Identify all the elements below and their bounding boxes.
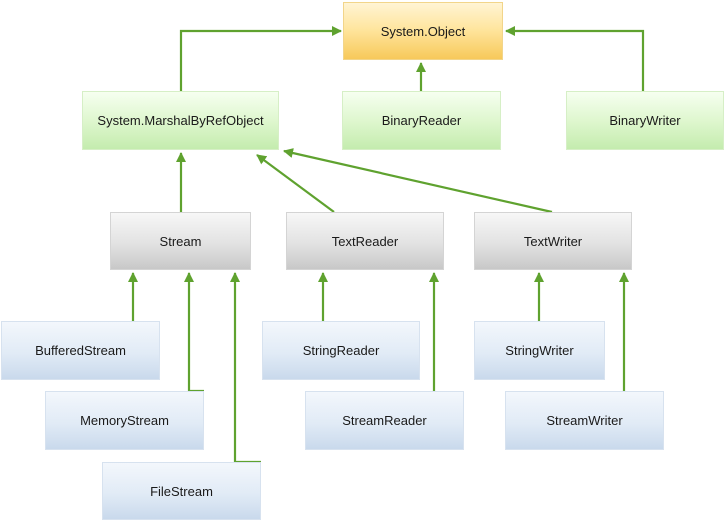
- edge-textwriter-to-marshal: [283, 148, 553, 214]
- system-object-label: System.Object: [380, 23, 466, 39]
- binary-reader-node: BinaryReader: [342, 91, 501, 150]
- system-object-node: System.Object: [343, 2, 503, 60]
- text-reader-node: TextReader: [286, 212, 444, 270]
- string-writer-node: StringWriter: [474, 321, 605, 380]
- string-writer-label: StringWriter: [505, 343, 574, 358]
- buffered-stream-label: BufferedStream: [35, 343, 126, 358]
- edge-filestream-to-stream: [230, 272, 261, 464]
- text-reader-label: TextReader: [331, 233, 399, 249]
- stream-reader-label: StreamReader: [342, 413, 427, 428]
- file-stream-node: FileStream: [102, 462, 261, 520]
- stream-writer-label: StreamWriter: [546, 413, 623, 428]
- binary-writer-node: BinaryWriter: [566, 91, 724, 150]
- edge-binarywriter-to-object: [505, 26, 645, 91]
- stream-node: Stream: [110, 212, 251, 270]
- edge-marshal-to-object: [179, 26, 342, 91]
- edge-textreader-to-marshal: [256, 154, 335, 213]
- text-writer-node: TextWriter: [474, 212, 632, 270]
- text-writer-label: TextWriter: [523, 233, 583, 249]
- buffered-stream-node: BufferedStream: [1, 321, 160, 380]
- binary-writer-label: BinaryWriter: [609, 113, 681, 128]
- string-reader-label: StringReader: [302, 343, 380, 358]
- binary-reader-label: BinaryReader: [381, 113, 462, 128]
- stream-reader-node: StreamReader: [305, 391, 464, 450]
- marshal-by-ref-object-label: System.MarshalByRefObject: [97, 113, 264, 128]
- memory-stream-label: MemoryStream: [80, 413, 169, 428]
- string-reader-node: StringReader: [262, 321, 420, 380]
- stream-writer-node: StreamWriter: [505, 391, 664, 450]
- edge-memorystream-to-stream: [184, 272, 204, 393]
- memory-stream-node: MemoryStream: [45, 391, 204, 450]
- file-stream-label: FileStream: [150, 483, 213, 499]
- marshal-by-ref-object-node: System.MarshalByRefObject: [82, 91, 279, 150]
- stream-label: Stream: [159, 233, 202, 249]
